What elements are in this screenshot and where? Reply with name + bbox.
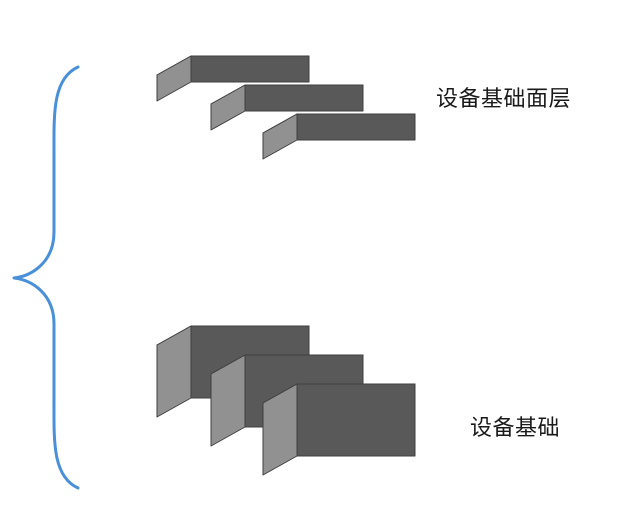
block-2-3: [262, 383, 416, 476]
block-1-1: [156, 55, 310, 102]
brace-path: [12, 65, 80, 490]
block-group-equipment-foundation: [156, 325, 416, 476]
isometric-block-groups: [156, 55, 416, 476]
block-face-left: [156, 325, 192, 418]
block-face-front: [296, 113, 416, 141]
block-face-front: [190, 55, 310, 83]
block-face-left: [262, 113, 298, 160]
block-face-front: [296, 383, 416, 457]
left-curly-brace: [12, 65, 80, 490]
block-face-left: [156, 55, 192, 102]
label-equipment-foundation-surface-layer: 设备基础面层: [436, 86, 572, 111]
block-face-front: [244, 84, 364, 112]
block-1-3: [262, 113, 416, 160]
block-1-2: [210, 84, 364, 131]
block-face-left: [210, 84, 246, 131]
block-group-equipment-foundation-surface-layer: [156, 55, 416, 160]
label-equipment-foundation: 设备基础: [470, 415, 561, 440]
